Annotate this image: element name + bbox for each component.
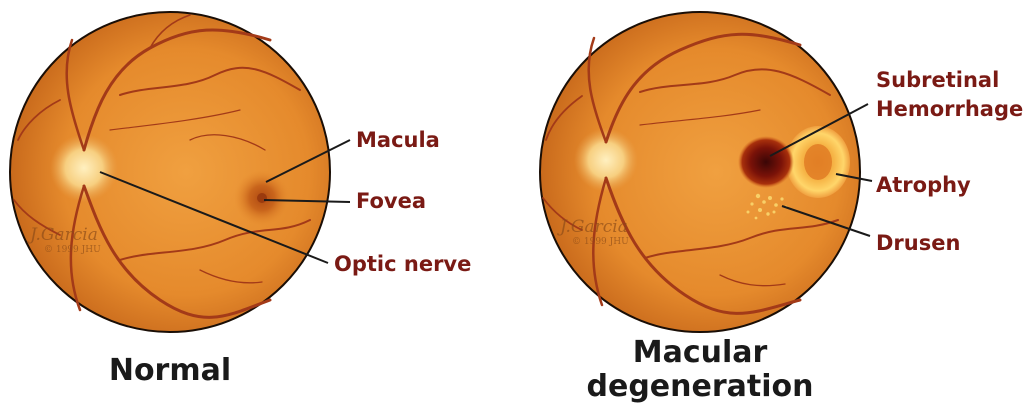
normal-caption: Normal [109,353,231,388]
optic-nerve-label: Optic nerve [334,252,471,276]
subretinal-label-line1: Subretinal [876,68,999,92]
atrophy-label: Atrophy [876,173,971,197]
normal-artist-signature-sub: © 1999 JHU [44,245,101,255]
normal-fovea-spot [257,193,267,203]
normal-artist-signature: J.Garcia [27,225,98,245]
degenerated-artist-signature-sub: © 1999 JHU [572,237,629,247]
macula-label: Macula [356,128,440,152]
subretinal-hemorrhage-patch [738,136,794,188]
degeneration-caption-line1: Macular [633,335,768,370]
degeneration-caption-line2: degeneration [587,369,814,404]
normal-optic-disc [50,134,118,202]
atrophy-patch-center [804,144,832,180]
degenerated-retina: J.Garcia © 1999 JHU [540,12,860,332]
drusen-label: Drusen [876,231,960,255]
fovea-label: Fovea [356,189,426,213]
normal-retina: J.Garcia © 1999 JHU [10,12,330,332]
degenerated-artist-signature: J.Garcia [557,217,628,237]
subretinal-label-line2: Hemorrhage [876,97,1023,121]
